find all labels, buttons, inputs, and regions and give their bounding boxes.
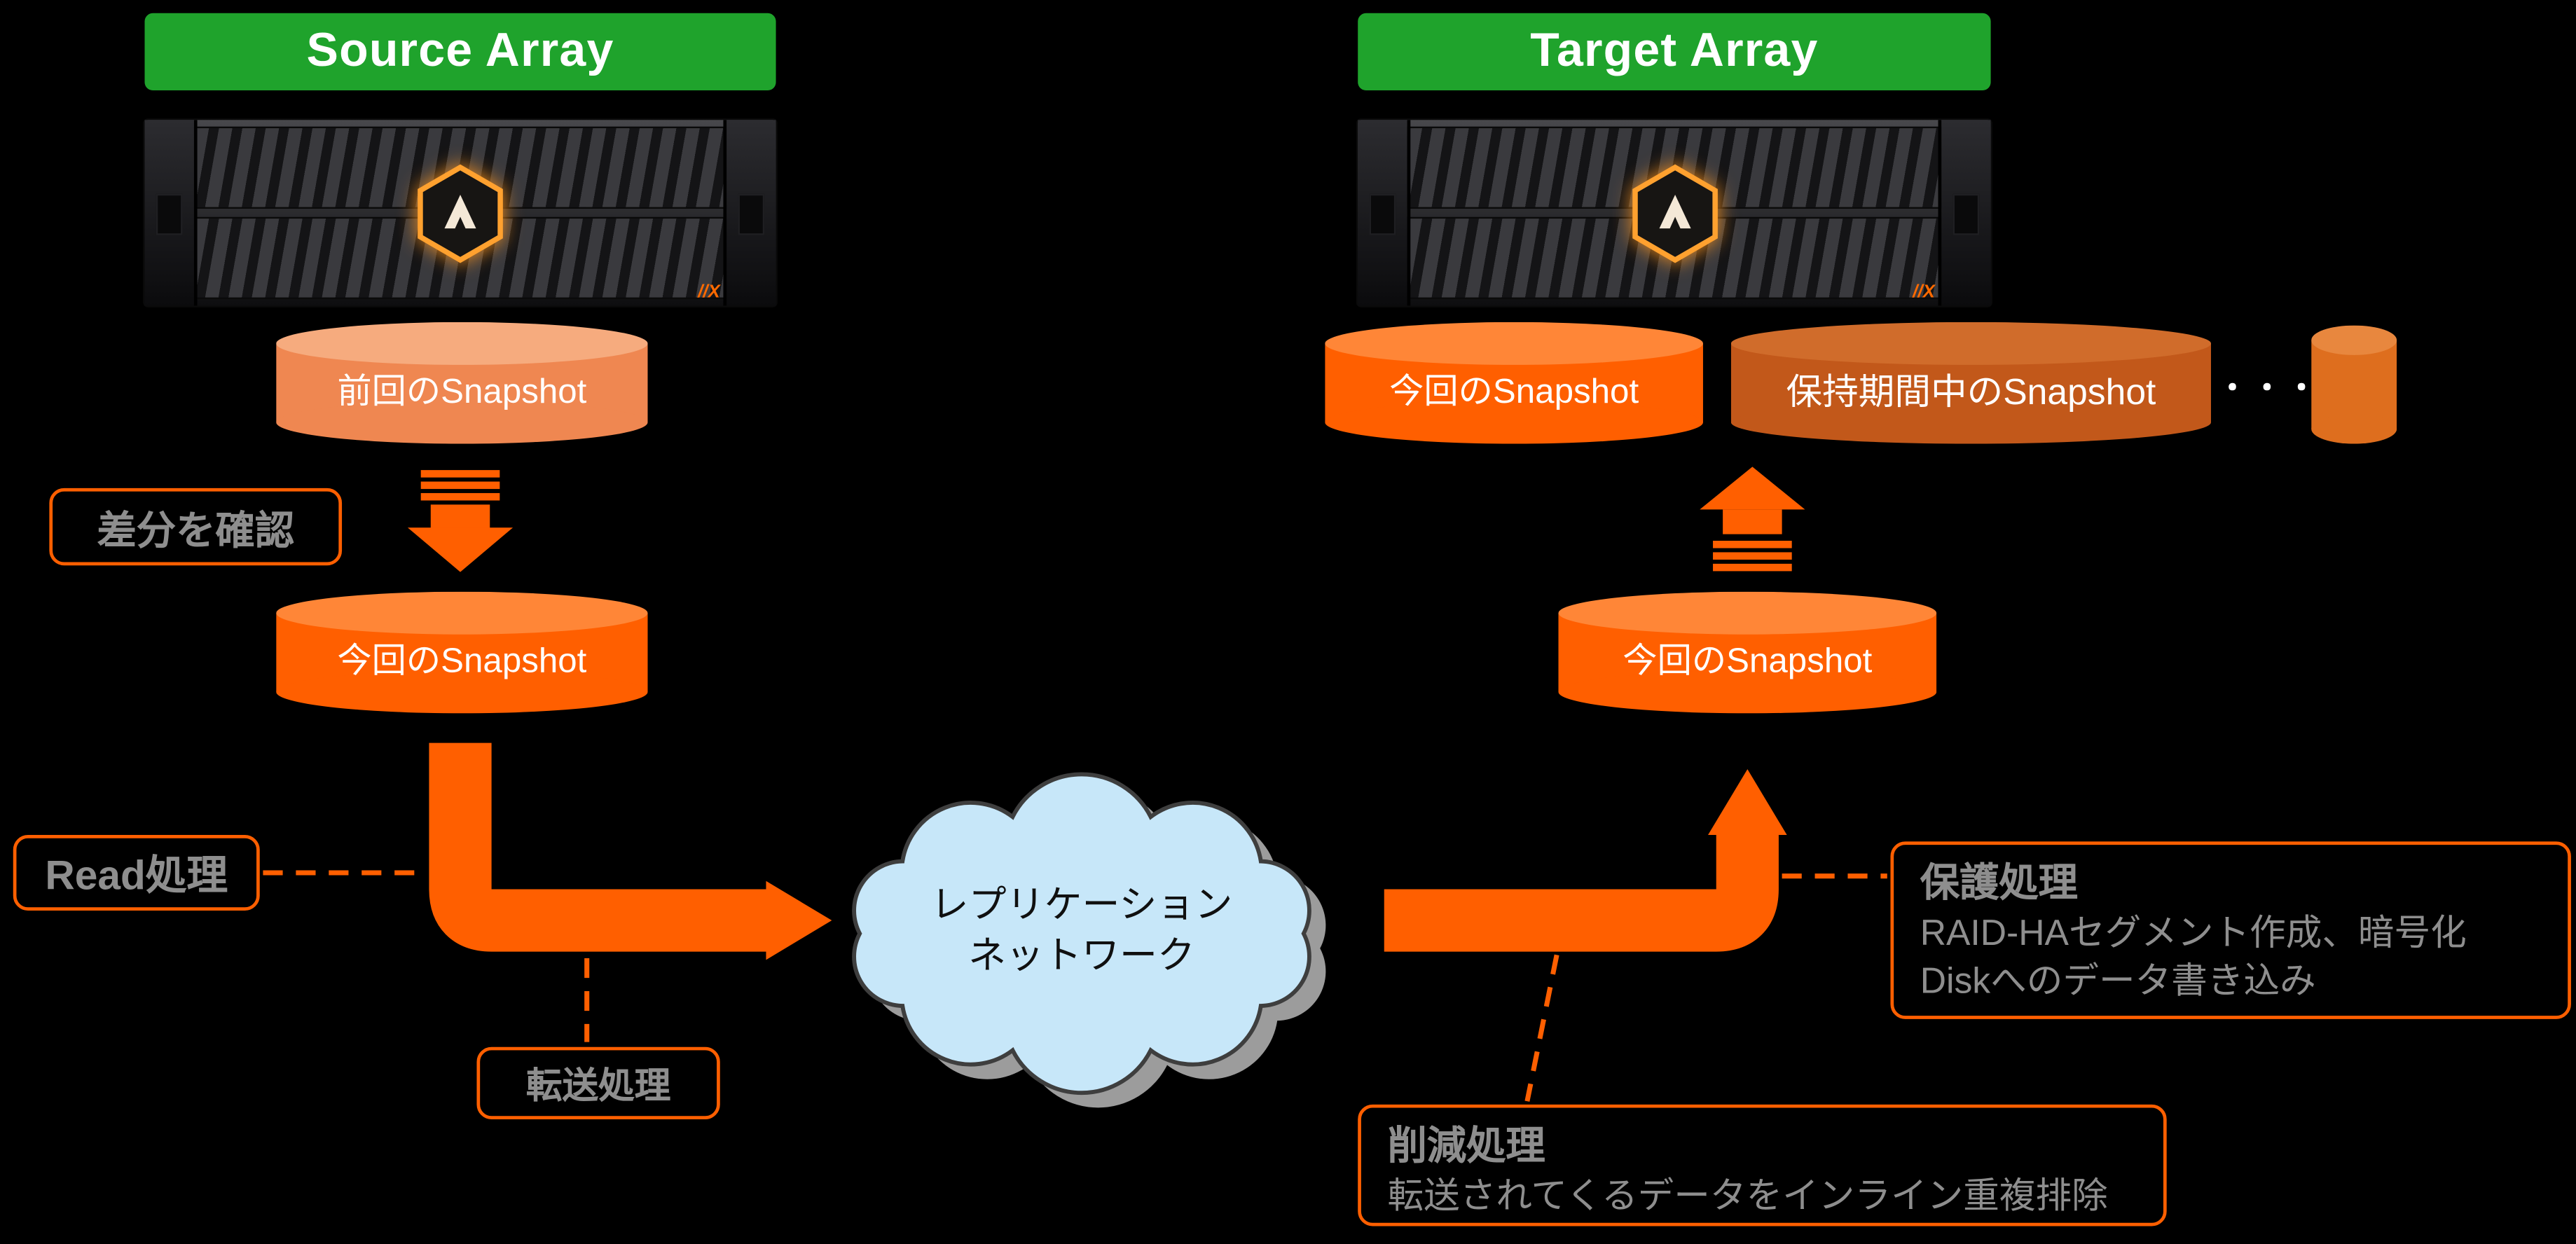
reduction-process-line1: 転送されてくるデータをインライン重複排除 <box>1387 1175 2108 1217</box>
replication-network-cloud <box>852 772 1326 1108</box>
reduction-process-title: 削減処理 <box>1387 1124 1545 1169</box>
protection-process-line1: RAID-HAセグメント作成、暗号化 <box>1920 912 2467 953</box>
target-current-snapshot-top-label: 今回のSnapshot <box>1389 373 1639 411</box>
retained-snapshot-cylinder: 保持期間中のSnapshot <box>1730 322 2212 444</box>
snapshot-store-up-arrow <box>1700 466 1805 572</box>
diff-check-label: 差分を確認 <box>97 509 295 554</box>
protection-process-line2: Diskへのデータ書き込み <box>1920 960 2316 1002</box>
read-process-box: Read処理 <box>13 835 260 911</box>
source-array-header: Source Array <box>144 13 776 91</box>
cloud-label-line2: ネットワーク <box>968 933 1195 976</box>
device-left-cap <box>144 120 198 306</box>
source-current-snapshot-label: 今回のSnapshot <box>337 642 587 681</box>
target-array-header: Target Array <box>1358 13 1991 91</box>
cloud-label-line1: レプリケーション <box>930 883 1233 926</box>
device-right-cap <box>1938 120 1991 306</box>
target-current-snapshot-label: 今回のSnapshot <box>1623 642 1873 681</box>
extra-snapshot-cylinder <box>2311 325 2397 444</box>
cloud-to-target-arrow <box>1384 769 1787 952</box>
target-flasharray-device: //X <box>1358 120 1991 306</box>
source-to-cloud-arrow <box>429 742 832 960</box>
prev-snapshot-label: 前回のSnapshot <box>337 373 587 411</box>
protection-process-box: 保護処理 RAID-HAセグメント作成、暗号化 Diskへのデータ書き込み <box>1890 841 2571 1019</box>
pure-storage-logo-icon <box>1632 163 1717 263</box>
flasharray-x-badge: //X <box>1913 282 1935 303</box>
device-left-cap <box>1358 120 1411 306</box>
flasharray-x-badge: //X <box>698 282 720 303</box>
source-current-snapshot-cylinder: 今回のSnapshot <box>276 591 648 714</box>
protection-process-title: 保護処理 <box>1920 861 2078 906</box>
read-process-label: Read処理 <box>45 852 228 899</box>
retained-snapshot-label: 保持期間中のSnapshot <box>1786 371 2156 413</box>
device-right-cap <box>723 120 776 306</box>
target-current-snapshot-cylinder: 今回のSnapshot <box>1558 591 1937 714</box>
snapshot-diff-down-arrow <box>407 470 514 572</box>
reduction-process-connector <box>1524 954 1559 1102</box>
reduction-process-box: 削減処理 転送されてくるデータをインライン重複排除 <box>1358 1104 2167 1226</box>
diff-check-box: 差分を確認 <box>49 488 343 566</box>
prev-snapshot-cylinder: 前回のSnapshot <box>276 322 648 444</box>
dashed-connector-lines <box>263 870 1887 1102</box>
source-flasharray-device: //X <box>144 120 776 306</box>
pure-storage-logo-icon <box>418 163 503 263</box>
transfer-process-label: 転送処理 <box>525 1065 671 1107</box>
transfer-process-box: 転送処理 <box>476 1046 720 1119</box>
target-current-snapshot-top-cylinder: 今回のSnapshot <box>1325 322 1703 444</box>
ellipsis-dots: ・・・ <box>2217 371 2322 405</box>
cloud-label: レプリケーション ネットワーク <box>917 879 1246 981</box>
